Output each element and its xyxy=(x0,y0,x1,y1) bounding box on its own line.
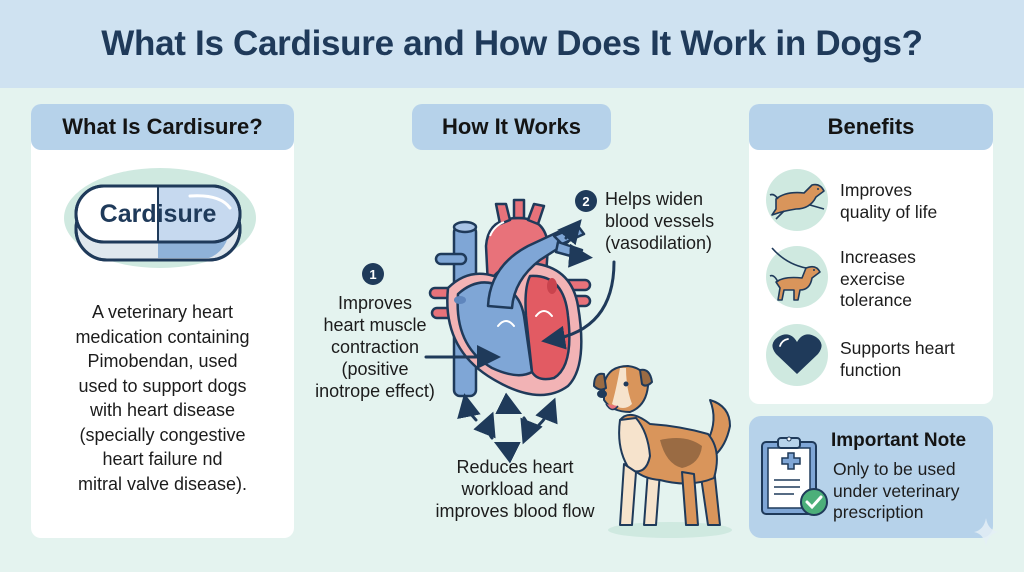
standing-dog-icon xyxy=(593,365,732,538)
step1-text: Improves heart muscle contraction (posit… xyxy=(315,293,435,401)
sparkle-icon xyxy=(974,518,998,546)
running-dog-icon xyxy=(766,169,828,231)
heart-icon xyxy=(766,324,828,386)
dog-illustration xyxy=(590,360,740,540)
how-it-works-heading: How It Works xyxy=(412,104,611,150)
step2-badge: 2 xyxy=(575,190,597,212)
step2-text: Helps widen blood vessels (vasodilation) xyxy=(605,189,715,253)
benefit-quality-of-life: Improves quality of life xyxy=(840,180,938,222)
note-title: Important Note xyxy=(831,430,967,451)
pill-icon xyxy=(64,168,256,268)
pill-illustration: Cardisure xyxy=(60,162,260,272)
note-body: Only to be used under veterinary prescri… xyxy=(833,459,960,522)
step1-badge: 1 xyxy=(362,263,384,285)
benefit-exercise-tolerance: Increases exercise tolerance xyxy=(840,247,916,310)
leashed-dog-icon xyxy=(766,246,828,308)
clipboard-check-icon xyxy=(760,434,830,518)
circulation-cycle-icon xyxy=(473,392,543,464)
what-is-description: A veterinary heart medication containing… xyxy=(75,302,250,494)
what-is-heading: What Is Cardisure? xyxy=(31,104,294,150)
step3-text: Reduces heart workload and improves bloo… xyxy=(435,457,595,521)
benefits-heading: Benefits xyxy=(749,104,993,150)
pill-label: Cardisure xyxy=(99,200,217,228)
step2-arrow xyxy=(541,260,616,350)
benefit-heart-function: Supports heart function xyxy=(840,338,955,380)
header-banner: What Is Cardisure and How Does It Work i… xyxy=(0,0,1024,88)
page-title: What Is Cardisure and How Does It Work i… xyxy=(101,24,923,63)
